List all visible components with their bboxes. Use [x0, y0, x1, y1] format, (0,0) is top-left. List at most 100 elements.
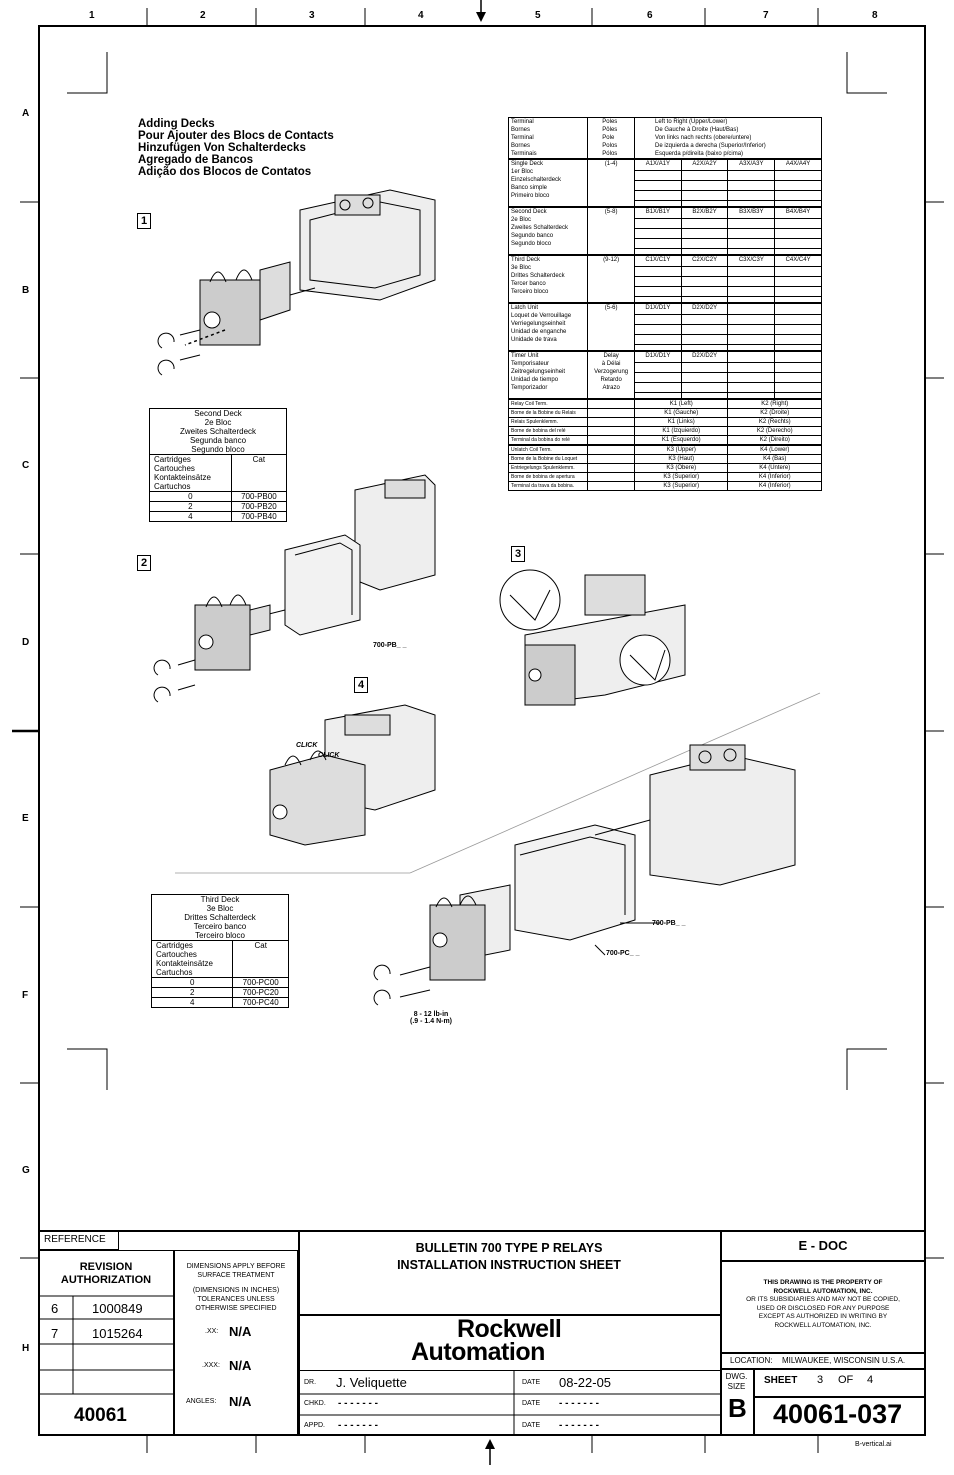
divider — [720, 1368, 926, 1370]
coil-label: Entriegelungs Spulenklemm. — [507, 463, 589, 473]
deck-terminal-cell: C1X/C1Y — [634, 254, 682, 304]
second-deck-cartridges-header: Cartridges Cartouches Kontakteinsätze Ca… — [149, 454, 232, 492]
zone-row-d: D — [22, 637, 30, 648]
code-number: 40061 — [74, 1405, 127, 1426]
coil-terminal-b: K2 (Direito) — [727, 435, 822, 446]
coil-terminal-a: K1 (Esquerdo) — [633, 435, 729, 446]
zone-row-g: G — [22, 1165, 30, 1176]
coil-spacer — [587, 417, 635, 427]
revision-authorization-label: REVISION AUTHORIZATION — [60, 1261, 152, 1286]
coil-terminal-b: K4 (Lower) — [727, 444, 822, 455]
zone-col-5: 5 — [535, 10, 541, 21]
xx-label: .XX: — [205, 1328, 219, 1335]
table-row: Relay Coil Term.K1 (Left)K2 (Right) — [507, 398, 822, 409]
table-row: Unlatch Coil Term.K3 (Upper)K4 (Lower) — [507, 444, 822, 455]
angles-value: N/A — [229, 1394, 252, 1409]
callout-pb-2: 700-PB_ _ — [652, 920, 686, 927]
deck-terminal-cell: B3X/B3Y — [727, 206, 776, 256]
coil-terminal-a: K1 (Links) — [633, 417, 729, 427]
revision-2-number: 7 — [51, 1326, 59, 1341]
tolerances-block — [174, 1250, 298, 1436]
title-block — [38, 1230, 926, 1436]
exploded-illustration — [373, 744, 796, 1006]
coil-label: Borne de bobina de apertura — [507, 472, 589, 482]
revision-grid-lines — [38, 1295, 174, 1395]
coil-terminal-a: K3 (Obere) — [633, 463, 729, 473]
revision-2-auth: 1015264 — [92, 1326, 143, 1341]
deck-terminal-cell: B2X/B2Y — [680, 206, 729, 256]
heading-es: Agregado de Bancos — [138, 154, 254, 166]
deck-poles: Delay à Délai Verzogerung Retardo Atrazo — [587, 350, 635, 400]
sheet-number: 3 — [817, 1374, 824, 1386]
appd-value: - - - - - - - — [338, 1420, 378, 1431]
xxx-label: .XXX: — [202, 1362, 220, 1369]
callout-click-1: CLICK — [296, 742, 318, 749]
divider — [720, 1260, 926, 1262]
step-4-label: 4 — [354, 677, 368, 693]
deck-terminal-cell: A4X/A4Y — [774, 158, 822, 208]
divider — [298, 1230, 300, 1436]
zone-col-4: 4 — [418, 10, 424, 21]
coil-terminal-a: K3 (Haut) — [633, 454, 729, 464]
step-3-illustration — [499, 569, 686, 706]
deck-terminal-cell: C2X/C2Y — [680, 254, 729, 304]
angles-label: ANGLES: — [186, 1398, 217, 1405]
zone-col-3: 3 — [309, 10, 315, 21]
zone-row-a: A — [22, 108, 30, 119]
reference-cell: REFERENCE — [38, 1230, 119, 1250]
coil-terminal-b: K2 (Right) — [727, 398, 822, 409]
coil-spacer — [587, 472, 635, 482]
coil-label: Borne de la Bobine du Relais — [507, 408, 589, 418]
size-value: B — [728, 1393, 747, 1423]
xxx-value: N/A — [229, 1358, 252, 1373]
coil-terminal-a: K1 (Gauche) — [633, 408, 729, 418]
deck-terminal-cell: D2X/D2Y — [680, 350, 729, 400]
deck-terminal-cell — [774, 350, 822, 400]
dr-value: J. Veliquette — [336, 1375, 407, 1390]
third-deck-cartridges-header: Cartridges Cartouches Kontakteinsätze Ca… — [150, 940, 234, 978]
section-headings: Adding Decks Pour Ajouter des Blocs de C… — [138, 118, 334, 178]
torque-metric: (.9 - 1.4 N-m) — [410, 1018, 453, 1025]
zone-row-e: E — [22, 813, 29, 824]
second-deck-header: Second Deck 2e Bloc Zweites Schalterdeck… — [149, 408, 287, 455]
step-2-label: 2 — [137, 555, 151, 571]
divider — [753, 1396, 926, 1398]
xx-value: N/A — [229, 1324, 252, 1339]
chkd-date-value: - - - - - - - — [559, 1398, 599, 1409]
dimensions-note: DIMENSIONS APPLY BEFORE SURFACE TREATMEN… — [186, 1263, 286, 1312]
deck-terminal-cell — [727, 350, 776, 400]
coil-terminal-b: K4 (Bas) — [727, 454, 822, 464]
chkd-date-label: DATE — [522, 1400, 541, 1407]
coil-label: Relay Coil Term. — [507, 398, 589, 409]
coil-label: Borne de bobina del relé — [507, 426, 589, 436]
coil-spacer — [587, 454, 635, 464]
coil-terminal-a: K3 (Superior) — [633, 481, 729, 491]
deck-terminal-cell — [727, 302, 776, 352]
callout-pc: 700-PC_ _ — [606, 950, 640, 957]
direction-header: Left to Right (Upper/Lower)De Gauche à D… — [634, 117, 822, 160]
step-4-illustration — [269, 704, 436, 846]
coil-terminal-b: K4 (Inferior) — [727, 472, 822, 482]
torque-imperial: 8 - 12 lb-in — [413, 1011, 449, 1018]
appd-date-value: - - - - - - - — [559, 1420, 599, 1431]
coil-spacer — [587, 408, 635, 418]
third-deck-header: Third Deck 3e Bloc Drittes Schalterdeck … — [151, 894, 289, 941]
coil-spacer — [587, 435, 635, 446]
step-2-illustration — [153, 474, 436, 703]
coil-label: Relais Spulenklemm. — [507, 417, 589, 427]
document-title: BULLETIN 700 TYPE P RELAYS INSTALLATION … — [397, 1241, 621, 1272]
zone-col-6: 6 — [647, 10, 653, 21]
